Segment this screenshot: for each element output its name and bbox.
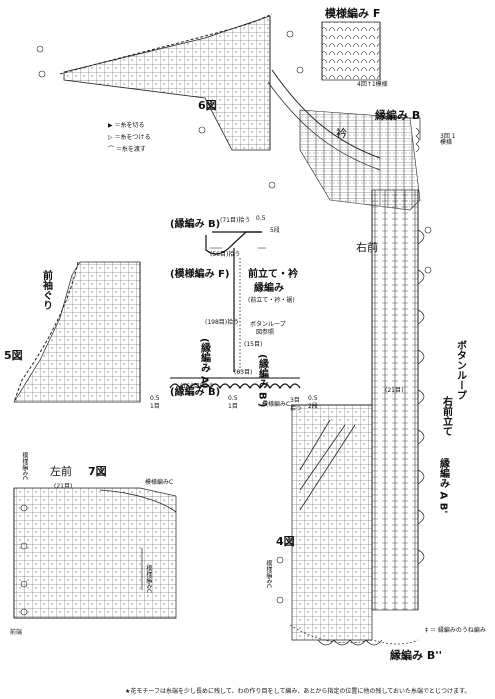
inset-s63: (63目) — [234, 369, 253, 376]
fig4-label: 4図 — [276, 535, 295, 548]
pattern-c-label-fig7-right: 模様編みC — [145, 479, 174, 486]
pattern-c-label-fig7-top: 模様編みC — [20, 452, 28, 481]
ref-note: ‡ ＝ 縁編みのうね編み — [425, 627, 486, 634]
round4-note: 4回↑1模様 — [357, 81, 388, 88]
inset-s2: 2段 — [308, 403, 318, 410]
inset-s71: (71目)拾う — [220, 217, 251, 224]
legend-cut: ▶ ＝糸を切る — [108, 122, 145, 129]
inset-edge: 縁編み — [254, 283, 284, 294]
rows-21-right: (21目) — [385, 387, 404, 394]
right-placket-label: 右前立て — [440, 396, 452, 436]
legend-transfer: ⌒ ＝糸を渡す — [108, 146, 146, 153]
pattern-f-label: 模様編み F — [325, 7, 381, 20]
fig5-front-armhole-chart — [13, 261, 141, 403]
inset-edge-b-bottom: (縁編み B) — [170, 387, 221, 398]
inset-s56: (56目)拾う — [210, 251, 241, 258]
inset-s1a: 1目 — [150, 403, 160, 410]
edge-b-dprime-label: 縁編み B'' — [390, 649, 442, 662]
inset-edge-b-top: (縁編み B) — [170, 219, 221, 230]
fig7-left-front-chart — [13, 487, 177, 619]
inset-button-loop: ボタンループ — [250, 321, 286, 328]
front-armhole-label: 前袖ぐり — [40, 270, 52, 310]
front-edge-label: 前端 — [10, 629, 23, 636]
edge-a-bprime-label: 縁編み A B' — [437, 458, 449, 514]
inset-edge-bprime: (縁編み B') — [256, 354, 268, 408]
inset-s05d: 0.5 — [308, 395, 318, 402]
fig5-label: 5図 — [4, 349, 23, 362]
round3-note: 3回 1模様 — [440, 133, 456, 146]
footer-note: ★花モチーフは糸端を少し長めに残して、わの作り目をして編み、あとから指定の位置に… — [125, 688, 471, 695]
inset-s1b: 1目 — [228, 403, 238, 410]
pattern-c-label-fig7-side: 模様編みC — [144, 565, 152, 594]
pattern-c-label-fig4: 模様編みC — [264, 560, 272, 589]
inset-s05b: 0.5 — [150, 395, 160, 402]
fig4-right-front-lower-chart — [289, 404, 419, 646]
inset-s198: (198目)拾う — [205, 319, 240, 326]
fig7-label: 7図 — [88, 465, 107, 478]
fig6-pattern-f-chart — [59, 13, 273, 151]
rows-21-left: (21目) — [54, 483, 73, 490]
right-front-label: 右前 — [356, 241, 378, 254]
button-loop-label: ボタンループ — [454, 340, 466, 400]
inset-s15: (15目) — [244, 341, 263, 348]
inset-edge-sub: (前立て・衿・裾) — [248, 297, 295, 304]
inset-pattern-f: (模様編み F) — [170, 269, 230, 280]
pattern-f-motif-chart — [321, 21, 381, 81]
pattern-c-label-right: 模様編みC — [262, 401, 291, 408]
collar-band-chart — [267, 69, 421, 211]
symbol-legend: ▶ ＝糸を切る ▷ ＝糸をつける ⌒ ＝糸を渡す — [108, 120, 151, 156]
garment-schematic-inset — [169, 231, 301, 390]
inset-s05a: 0.5 — [256, 215, 266, 222]
edge-b-label: 縁編み B — [375, 109, 421, 122]
inset-s5: 5段 — [270, 227, 280, 234]
inset-s166: (166目)拾う — [180, 383, 215, 390]
inset-edge-a: (縁編み A) — [198, 338, 210, 389]
legend-join: ▷ ＝糸をつける — [108, 134, 151, 141]
collar-label: 衿 — [336, 127, 347, 140]
fig6-label: 6図 — [198, 99, 217, 112]
left-front-label: 左前 — [50, 465, 72, 478]
inset-s05c: 0.5 — [228, 395, 238, 402]
right-front-placket-chart — [371, 189, 425, 611]
row-number-markers — [20, 30, 432, 616]
inset-pickup: 拾う — [290, 405, 303, 412]
inset-s3: 3目 — [290, 397, 300, 404]
inset-placket-collar: 前立て・衿 — [248, 269, 298, 280]
inset-button-loop-pos: 図参照 — [256, 329, 275, 336]
